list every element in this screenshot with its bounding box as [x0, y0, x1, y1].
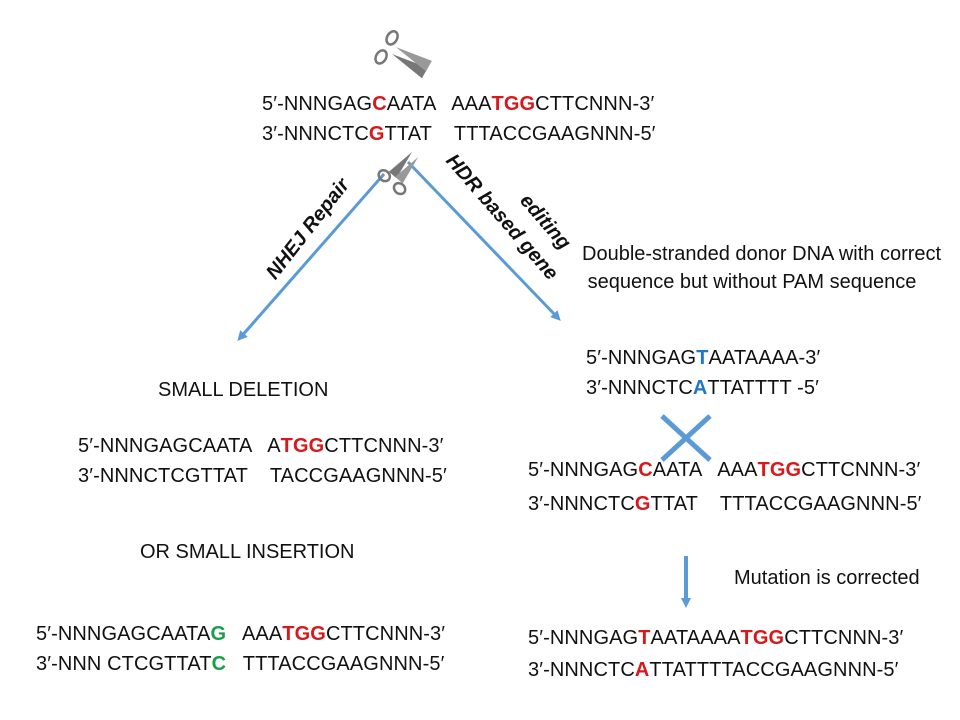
- small-deletion-label: SMALL DELETION: [158, 379, 329, 401]
- target-strand-5prime: 5′-NNNGAGCAATA AAATGGCTTCNNN-3′: [528, 458, 920, 482]
- inserted-base: C: [211, 653, 227, 675]
- mutation-base: C: [638, 459, 653, 481]
- small-insertion-label: OR SMALL INSERTION: [140, 541, 355, 563]
- corrected-base: T: [638, 627, 651, 649]
- pam-sequence: TGG: [491, 93, 536, 115]
- correct-base: T: [696, 347, 709, 369]
- pam-sequence: TGG: [282, 623, 326, 645]
- top-strand-5prime: 5′-NNNGAGCAATA AAATGGCTTCNNN-3′: [262, 92, 654, 116]
- corrected-strand-3prime: 3′-NNNCTCATTATTTTACCGAAGNNN-5′: [528, 658, 899, 682]
- seq-segment: TTAT TTTACCGAAGNNN-5′: [384, 123, 656, 145]
- mutation-base: C: [372, 93, 387, 115]
- donor-strand-3prime: 3′-NNNCTCATTATTTT -5′: [586, 376, 819, 400]
- seq-segment: AATAAAA-3′: [708, 347, 821, 369]
- top-strand-3prime: 3′-NNNCTCGTTAT TTTACCGAAGNNN-5′: [262, 122, 656, 146]
- seq-segment: CTTCNNN-3′: [324, 435, 444, 457]
- seq-segment: CTTCNNN-3′: [325, 623, 446, 645]
- donor-strand-5prime: 5′-NNNGAGTAATAAAA-3′: [586, 346, 820, 370]
- scissors-icon: [377, 152, 419, 196]
- corrected-strand-5prime: 5′-NNNGAGTAATAAAATGGCTTCNNN-3′: [528, 626, 903, 650]
- inserted-base: G: [210, 623, 227, 645]
- pam-sequence: TGG: [280, 435, 325, 457]
- hdr-arrow: [406, 160, 561, 321]
- donor-description-line2: sequence but without PAM sequence: [587, 271, 917, 293]
- seq-segment: 5′-NNNGAG: [262, 93, 373, 115]
- seq-segment: AATAAAA: [650, 627, 741, 649]
- seq-segment: 5′-NNNGAGCAATA: [36, 623, 211, 645]
- seq-segment: 3′-NNNCTC: [586, 377, 693, 399]
- deletion-strand-5prime: 5′-NNNGAGCAATA ATGGCTTCNNN-3′: [78, 434, 443, 458]
- seq-segment: CTTCNNN-3′: [801, 459, 921, 481]
- deletion-strand-3prime: 3′-NNNCTCGTTAT TACCGAAGNNN-5′: [78, 465, 447, 487]
- seq-segment: AATA AAA: [386, 93, 492, 115]
- pam-sequence: TGG: [757, 459, 802, 481]
- insertion-strand-5prime: 5′-NNNGAGCAATAG AAATGGCTTCNNN-3′: [36, 622, 445, 646]
- crossover-x-icon: [660, 414, 712, 462]
- mutation-corrected-label: Mutation is corrected: [734, 567, 920, 589]
- seq-segment: TTAT TTTACCGAAGNNN-5′: [650, 493, 922, 515]
- seq-segment: CTTCNNN-3′: [784, 627, 904, 649]
- seq-segment: AAA: [226, 623, 283, 645]
- seq-segment: 3′-NNNCTC: [528, 493, 635, 515]
- seq-segment: 3′-NNN CTCGTTAT: [36, 653, 212, 675]
- mutation-base: G: [634, 493, 651, 515]
- corrected-base: A: [634, 659, 650, 681]
- seq-segment: 5′-NNNGAG: [586, 347, 697, 369]
- insertion-strand-3prime: 3′-NNN CTCGTTATC TTTACCGAAGNNN-5′: [36, 652, 444, 676]
- seq-segment: 3′-NNNCTC: [528, 659, 635, 681]
- pam-sequence: TGG: [740, 627, 785, 649]
- correct-base: A: [692, 377, 708, 399]
- seq-segment: 5′-NNNGAG: [528, 459, 639, 481]
- seq-segment: TTTACCGAAGNNN-5′: [226, 653, 445, 675]
- scissors-icon: [374, 30, 432, 79]
- seq-segment: 3′-NNNCTC: [262, 123, 369, 145]
- seq-segment: CTTCNNN-3′: [535, 93, 655, 115]
- mutation-base: G: [368, 123, 385, 145]
- target-strand-3prime: 3′-NNNCTCGTTAT TTTACCGAAGNNN-5′: [528, 492, 922, 516]
- nhej-arrow: [237, 173, 386, 342]
- seq-segment: 5′-NNNGAGCAATA A: [78, 435, 281, 457]
- seq-segment: 5′-NNNGAG: [528, 627, 639, 649]
- seq-segment: TTATTTTACCGAAGNNN-5′: [649, 659, 899, 681]
- seq-segment: TTATTTT -5′: [707, 377, 819, 399]
- seq-segment: AATA AAA: [652, 459, 758, 481]
